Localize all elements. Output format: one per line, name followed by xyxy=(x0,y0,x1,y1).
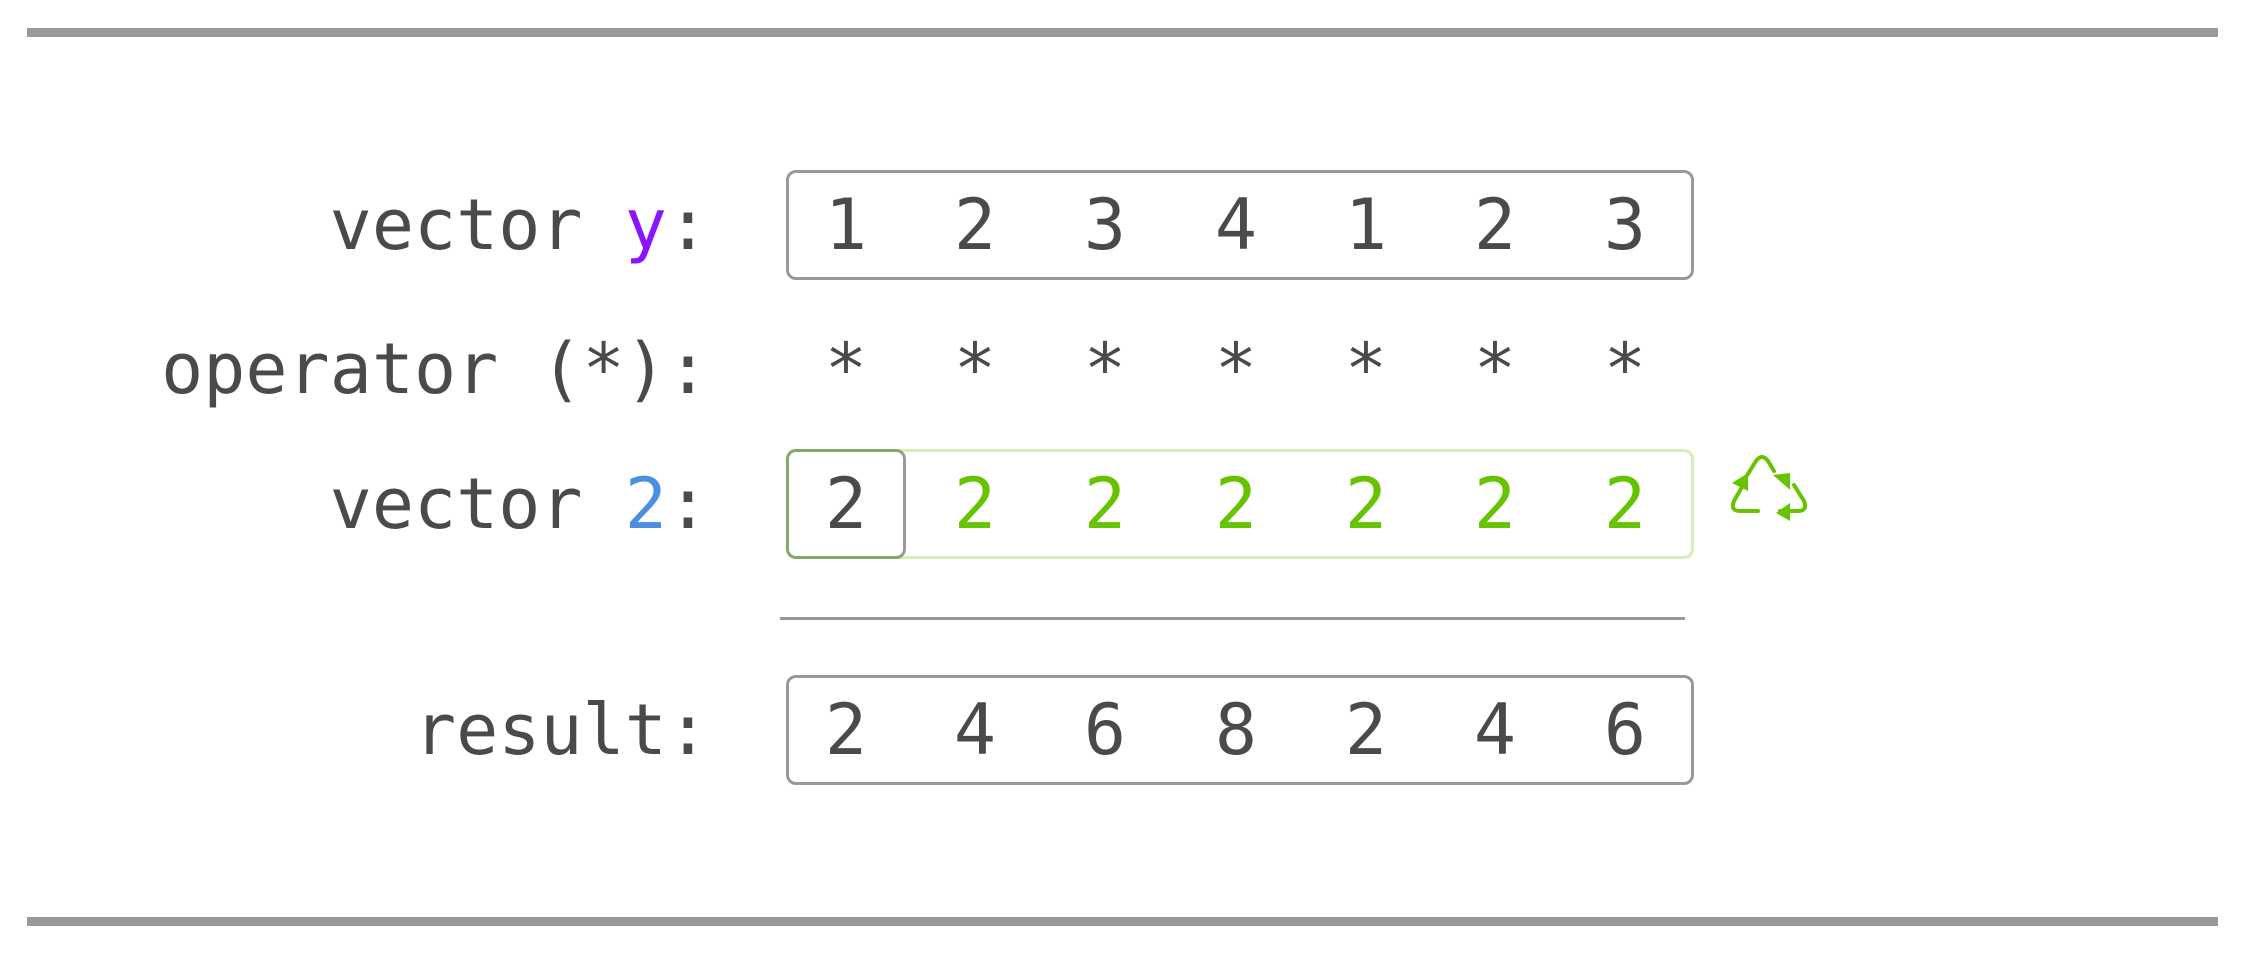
label-vector-2: vector 2: xyxy=(330,469,709,539)
vector-2-value: 2 xyxy=(1083,463,1127,545)
vector-y-value: 4 xyxy=(1214,184,1258,266)
result-value: 4 xyxy=(953,689,997,771)
label-operator: operator (*): xyxy=(161,328,709,410)
label-prefix: vector xyxy=(329,463,625,545)
vector-y-value: 3 xyxy=(1603,184,1647,266)
result-value: 6 xyxy=(1603,689,1647,771)
vector-2-value: 2 xyxy=(1214,463,1258,545)
vector-y-value: 3 xyxy=(1083,184,1127,266)
result-box xyxy=(786,675,1694,785)
divider xyxy=(780,617,1685,620)
result-value: 2 xyxy=(824,689,868,771)
operator-symbol: * xyxy=(953,328,997,410)
result-value: 8 xyxy=(1214,689,1258,771)
vector-y-value: 2 xyxy=(1473,184,1517,266)
vector-y-box xyxy=(786,170,1694,280)
operator-symbol: * xyxy=(1344,328,1388,410)
vector-2-value: 2 xyxy=(1473,463,1517,545)
vector-2-value: 2 xyxy=(824,463,868,545)
label-result: result: xyxy=(413,689,709,771)
result-value: 2 xyxy=(1344,689,1388,771)
var-y: y xyxy=(624,184,667,266)
scalar-cell-box xyxy=(786,449,906,559)
vector-y-value: 1 xyxy=(1344,184,1388,266)
result-value: 4 xyxy=(1473,689,1517,771)
vector-y-value: 1 xyxy=(824,184,868,266)
bottom-rule xyxy=(27,917,2218,926)
vector-2-value: 2 xyxy=(1344,463,1388,545)
label-prefix: vector xyxy=(329,184,625,266)
var-2: 2 xyxy=(624,463,667,545)
label-colon: : xyxy=(666,184,709,266)
operator-symbol: * xyxy=(1083,328,1127,410)
vector-2-value: 2 xyxy=(1603,463,1647,545)
label-vector-y: vector y: xyxy=(330,190,709,260)
top-rule xyxy=(27,28,2218,37)
result-value: 6 xyxy=(1083,689,1127,771)
operator-symbol: * xyxy=(1473,328,1517,410)
vector-y-value: 2 xyxy=(953,184,997,266)
operator-symbol: * xyxy=(824,328,868,410)
label-colon: : xyxy=(666,463,709,545)
vector-2-value: 2 xyxy=(953,463,997,545)
operator-symbol: * xyxy=(1603,328,1647,410)
operator-symbol: * xyxy=(1214,328,1258,410)
recycle-icon xyxy=(1730,455,1808,521)
